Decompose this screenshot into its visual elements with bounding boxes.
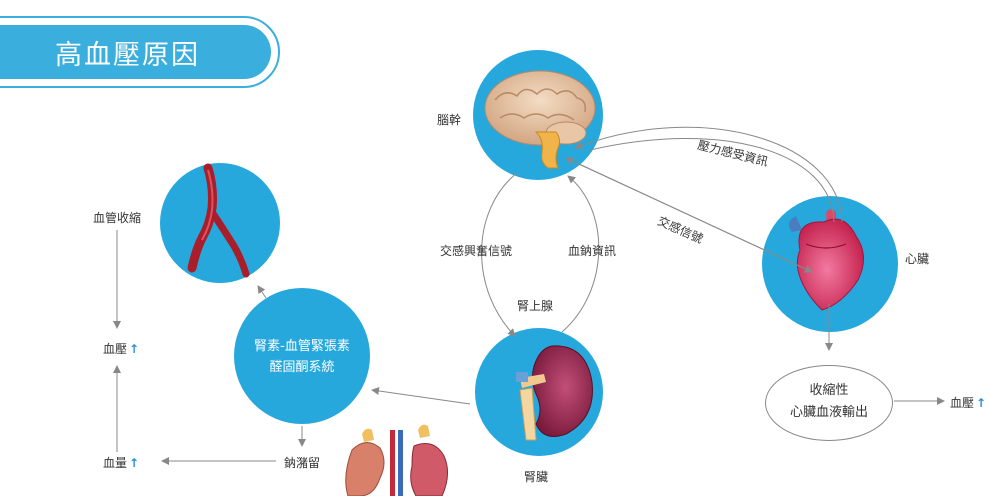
contractility-label-line2: 心臟血液輸出 [765,402,893,424]
increase-arrow-icon: ↑ [129,342,139,356]
increase-arrow-icon: ↑ [976,396,986,410]
contractility-label-line1: 收縮性 [765,380,893,402]
raas-label-line2: 醛固酮系統 [234,357,370,378]
adrenal-label: 腎上腺 [517,297,553,314]
sodium-retention-label: 鈉潴留 [284,454,320,471]
heart-icon [789,209,864,310]
brainstem-label: 腦幹 [437,111,461,128]
vasoconstriction-label: 血管收縮 [93,209,141,226]
raas-label: 腎素-血管緊張素 醛固酮系統 [234,336,370,378]
kidneys-illustration-icon [346,425,448,496]
bp-left-text: 血壓 [103,342,127,356]
heart-label: 心臟 [905,250,929,267]
kidney-label: 腎臟 [524,468,548,485]
vessel-icon [192,168,246,274]
arrow-kidney-to-raas [372,390,470,404]
bp-right-text: 血壓 [950,396,974,410]
contractility-label: 收縮性 心臟血液輸出 [765,380,893,424]
blood-volume-text: 血量 [103,456,127,470]
bp-left-label: 血壓↑ [103,340,139,357]
kidney-icon [516,346,592,440]
bp-right-label: 血壓↑ [950,394,986,411]
blood-sodium-info-label: 血鈉資訊 [568,242,616,259]
blood-volume-label: 血量↑ [103,454,139,471]
raas-label-line1: 腎素-血管緊張素 [234,336,370,357]
increase-arrow-icon: ↑ [129,456,139,470]
arrow-raas-to-vessel [258,286,266,298]
sympathetic-excitation-label: 交感興奮信號 [440,242,512,259]
brain-icon [485,71,595,168]
